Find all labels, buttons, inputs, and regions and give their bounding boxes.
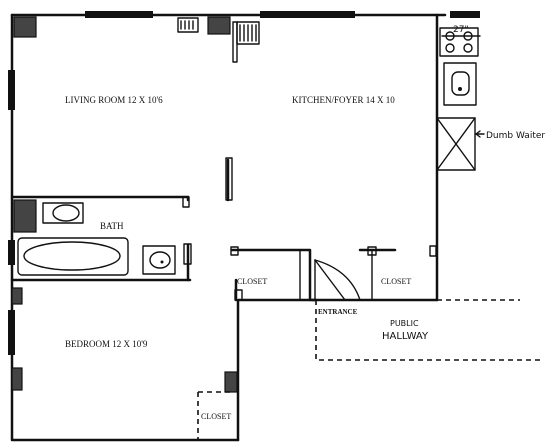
hallway-label: HALLWAY [382,331,429,342]
entrance-label: ENTRANCE [318,308,358,316]
public-hallway [315,299,540,361]
dimension-label: 27" [453,25,469,35]
kitchen-label: KITCHEN/FOYER 14 X 10 [292,95,395,105]
closet-bedroom-label: CLOSET [201,412,231,421]
closet-left-label: CLOSET [237,277,267,286]
interior-walls [10,117,476,440]
closet-right-label: CLOSET [381,277,411,286]
structural-columns [11,16,238,393]
public-label: PUBLIC [390,319,419,328]
dumb-waiter-label: Dumb Waiter [486,131,545,141]
dimension-line: 27" [441,25,481,37]
hallway-labels: PUBLIC HALLWAY [382,319,429,342]
living-room-label: LIVING ROOM 12 X 10'6 [65,95,163,105]
radiators [177,17,260,63]
windows-left [8,70,15,355]
bath-label: BATH [100,221,124,231]
kitchen-appliances [439,27,479,106]
bath-fixtures [17,202,176,276]
room-labels: LIVING ROOM 12 X 10'6 KITCHEN/FOYER 14 X… [65,95,411,421]
windows-top [85,11,480,18]
bedroom-label: BEDROOM 12 X 10'9 [65,339,148,349]
dumb-waiter-pointer: Dumb Waiter [475,130,545,141]
exterior-walls [10,13,447,442]
entrance-door [314,259,361,301]
